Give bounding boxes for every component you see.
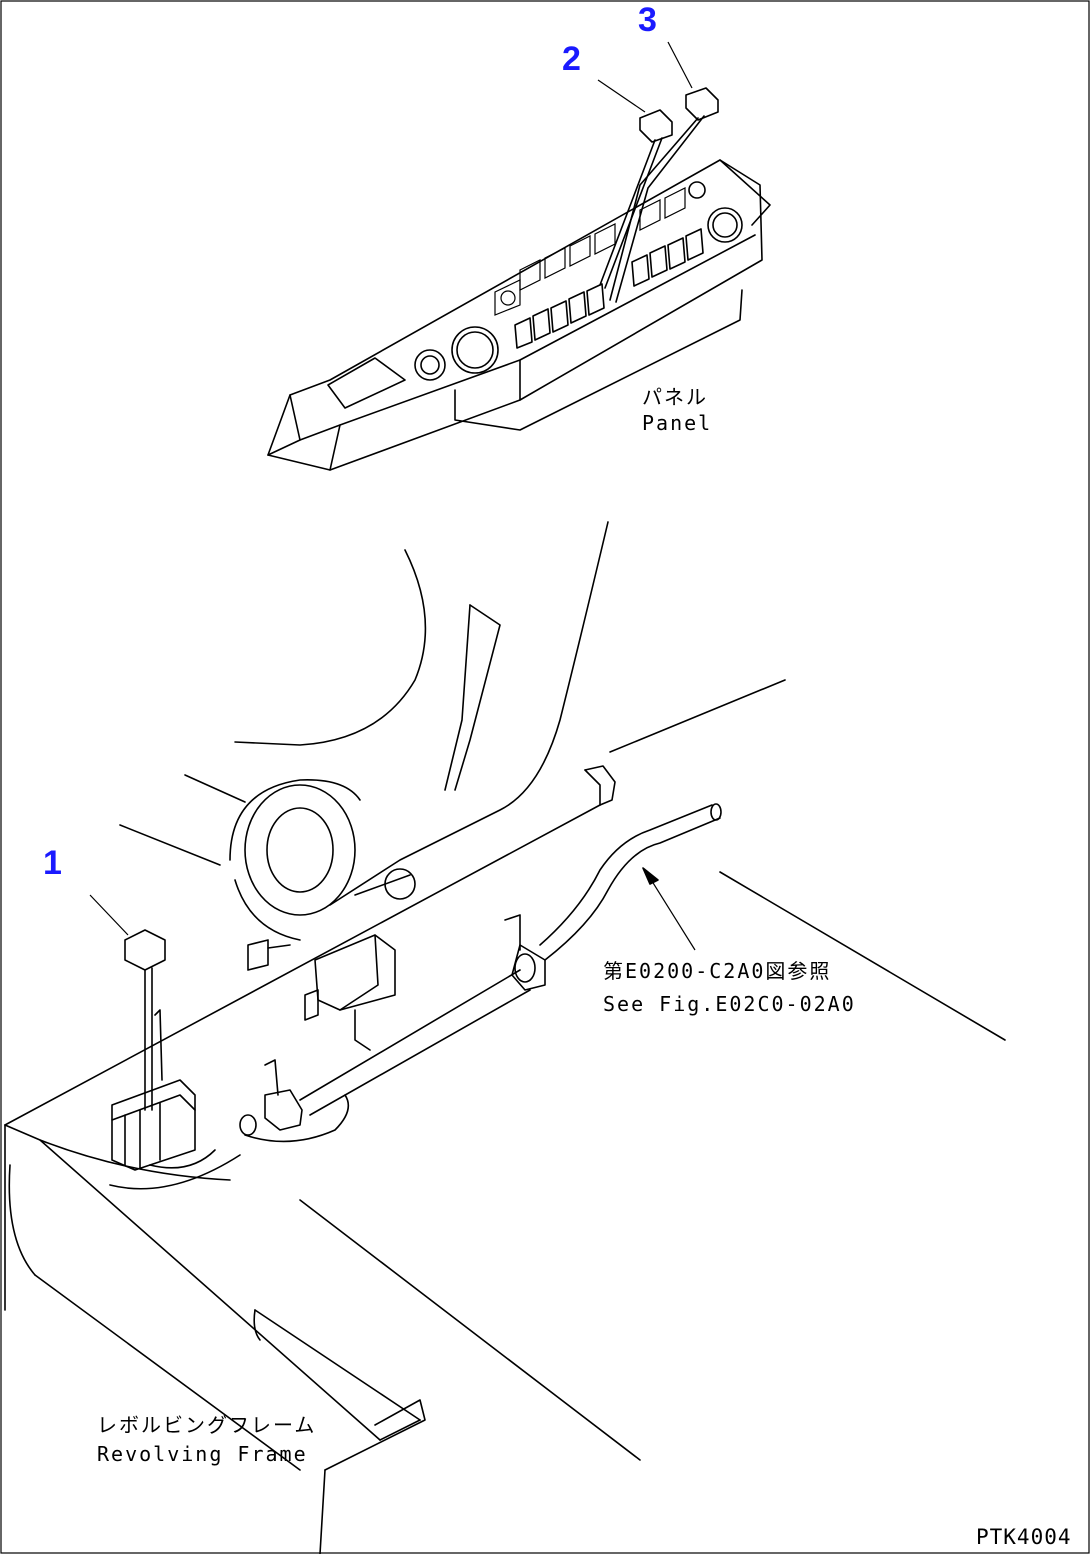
frame-label-jp: レボルビングフレーム: [97, 1413, 317, 1437]
switch-row-left: [514, 283, 605, 349]
dial-icon-2: [707, 207, 743, 243]
frame-label-en: Revolving Frame: [97, 1442, 308, 1466]
panel-label-jp: パネル: [642, 385, 708, 409]
connector-3: [609, 87, 719, 303]
ref-leader: [642, 867, 696, 951]
ref-label-en: See Fig.E02C0-02A0: [603, 992, 856, 1016]
callout-1: 1: [43, 844, 62, 882]
boom-structure: [4, 521, 1006, 1143]
drawing-code: PTK4004: [976, 1525, 1072, 1549]
leader-2: [597, 79, 646, 113]
fuse-box: [111, 1009, 216, 1171]
panel-drawing: [267, 41, 771, 471]
leader-3: [667, 41, 693, 89]
switch-row-right: [631, 228, 704, 287]
knob-icon: [414, 349, 446, 381]
revolving-frame: [4, 1124, 641, 1554]
connector-1: [124, 929, 166, 1111]
callout-3: 3: [638, 1, 657, 39]
panel-label-en: Panel: [642, 411, 713, 435]
indicator-icon: [688, 181, 706, 199]
callout-2: 2: [562, 40, 581, 78]
indicator-row: [494, 187, 686, 316]
dial-icon: [451, 326, 499, 374]
leader-1: [89, 894, 129, 936]
ref-label-jp: 第E0200-C2A0図参照: [603, 959, 832, 983]
